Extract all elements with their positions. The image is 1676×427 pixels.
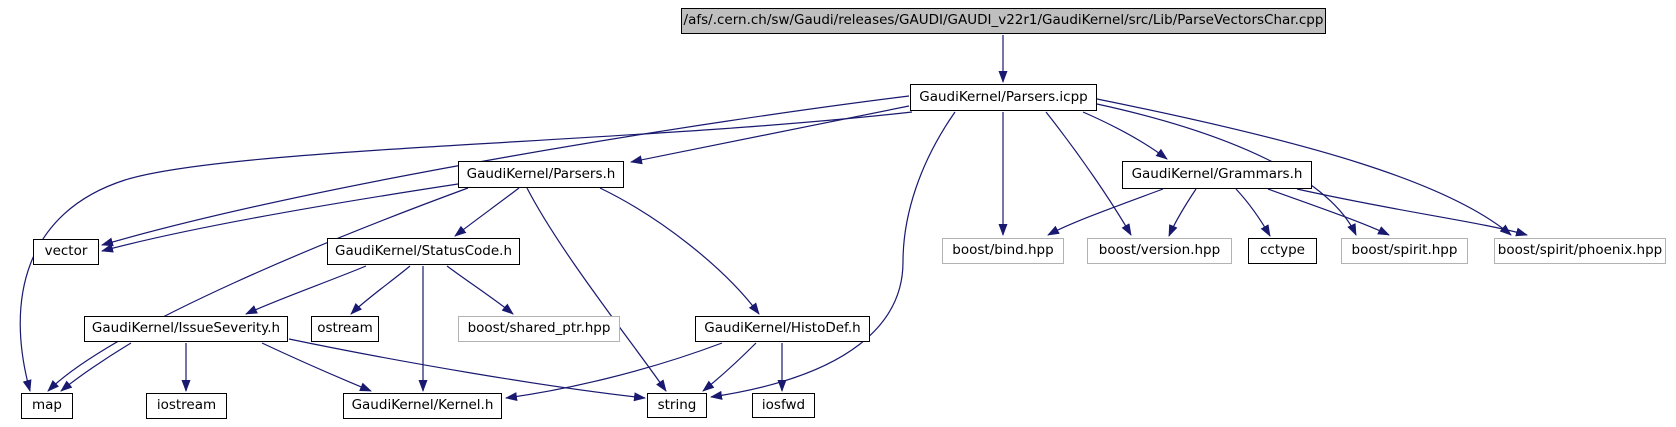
edge-parsers-icpp-to-boost-spirit [1096, 103, 1357, 236]
node-boost-spirit-hpp: boost/spirit.hpp [1341, 238, 1468, 264]
edge-parsers-icpp-to-map [19, 111, 913, 392]
node-boost-shared-ptr-hpp: boost/shared_ptr.hpp [458, 316, 620, 342]
edge-histodef-h-to-kernel-h [505, 342, 723, 401]
edge-grammars-h-to-boost-spirit [1267, 188, 1390, 236]
node-histodef-h[interactable]: GaudiKernel/HistoDef.h [695, 316, 870, 342]
edges [19, 35, 1528, 402]
node-grammars-h[interactable]: GaudiKernel/Grammars.h [1122, 161, 1312, 189]
node-main-cpp: /afs/.cern.ch/sw/Gaudi/releases/GAUDI/GA… [681, 8, 1326, 34]
edge-issueseverity-h-to-map [60, 342, 132, 392]
edge-grammars-h-to-cctype [1235, 188, 1271, 237]
edge-statuscode-h-to-ostream [350, 265, 411, 315]
edge-parsers-icpp-to-parsers-h [630, 105, 910, 165]
edge-issueseverity-h-to-kernel-h [261, 342, 372, 392]
node-issueseverity-h[interactable]: GaudiKernel/IssueSeverity.h [84, 316, 288, 342]
edge-grammars-h-to-boost-bind [1047, 188, 1164, 236]
node-boost-spirit-phoenix-hpp: boost/spirit/phoenix.hpp [1494, 238, 1666, 264]
edge-parsers-icpp-to-boost-phoenix [1096, 98, 1512, 236]
node-kernel-h[interactable]: GaudiKernel/Kernel.h [343, 393, 502, 419]
node-vector: vector [33, 239, 99, 265]
edge-parsers-h-to-statuscode-h [454, 187, 520, 237]
edge-parsers-h-to-string [526, 187, 667, 392]
edge-histodef-h-to-string [702, 342, 757, 392]
node-map: map [21, 393, 73, 419]
edge-parsers-icpp-to-string [710, 111, 956, 400]
node-ostream: ostream [311, 316, 379, 342]
edge-statuscode-h-to-boost-shared-ptr [446, 265, 514, 315]
edge-statuscode-h-to-issueseverity-h [245, 265, 367, 315]
node-iostream: iostream [146, 393, 227, 419]
node-boost-version-hpp: boost/version.hpp [1087, 238, 1232, 264]
edge-grammars-h-to-boost-phoenix [1296, 188, 1528, 237]
node-cctype: cctype [1248, 238, 1317, 264]
edge-parsers-icpp-to-vector [101, 95, 910, 247]
node-string: string [647, 393, 707, 418]
node-parsers-icpp[interactable]: GaudiKernel/Parsers.icpp [910, 84, 1097, 111]
edge-parsers-h-to-vector [101, 183, 459, 253]
edge-issueseverity-h-to-string [288, 338, 646, 402]
edge-parsers-icpp-to-grammars-h [1082, 111, 1168, 160]
edge-parsers-h-to-map [47, 187, 469, 392]
edge-parsers-h-to-histodef-h [599, 187, 760, 315]
edge-parsers-icpp-to-boost-version [1045, 111, 1132, 236]
node-parsers-h[interactable]: GaudiKernel/Parsers.h [458, 161, 624, 188]
node-iosfwd: iosfwd [752, 393, 815, 418]
node-statuscode-h[interactable]: GaudiKernel/StatusCode.h [327, 238, 520, 265]
edge-grammars-h-to-boost-version [1168, 188, 1197, 237]
node-boost-bind-hpp: boost/bind.hpp [942, 238, 1064, 264]
